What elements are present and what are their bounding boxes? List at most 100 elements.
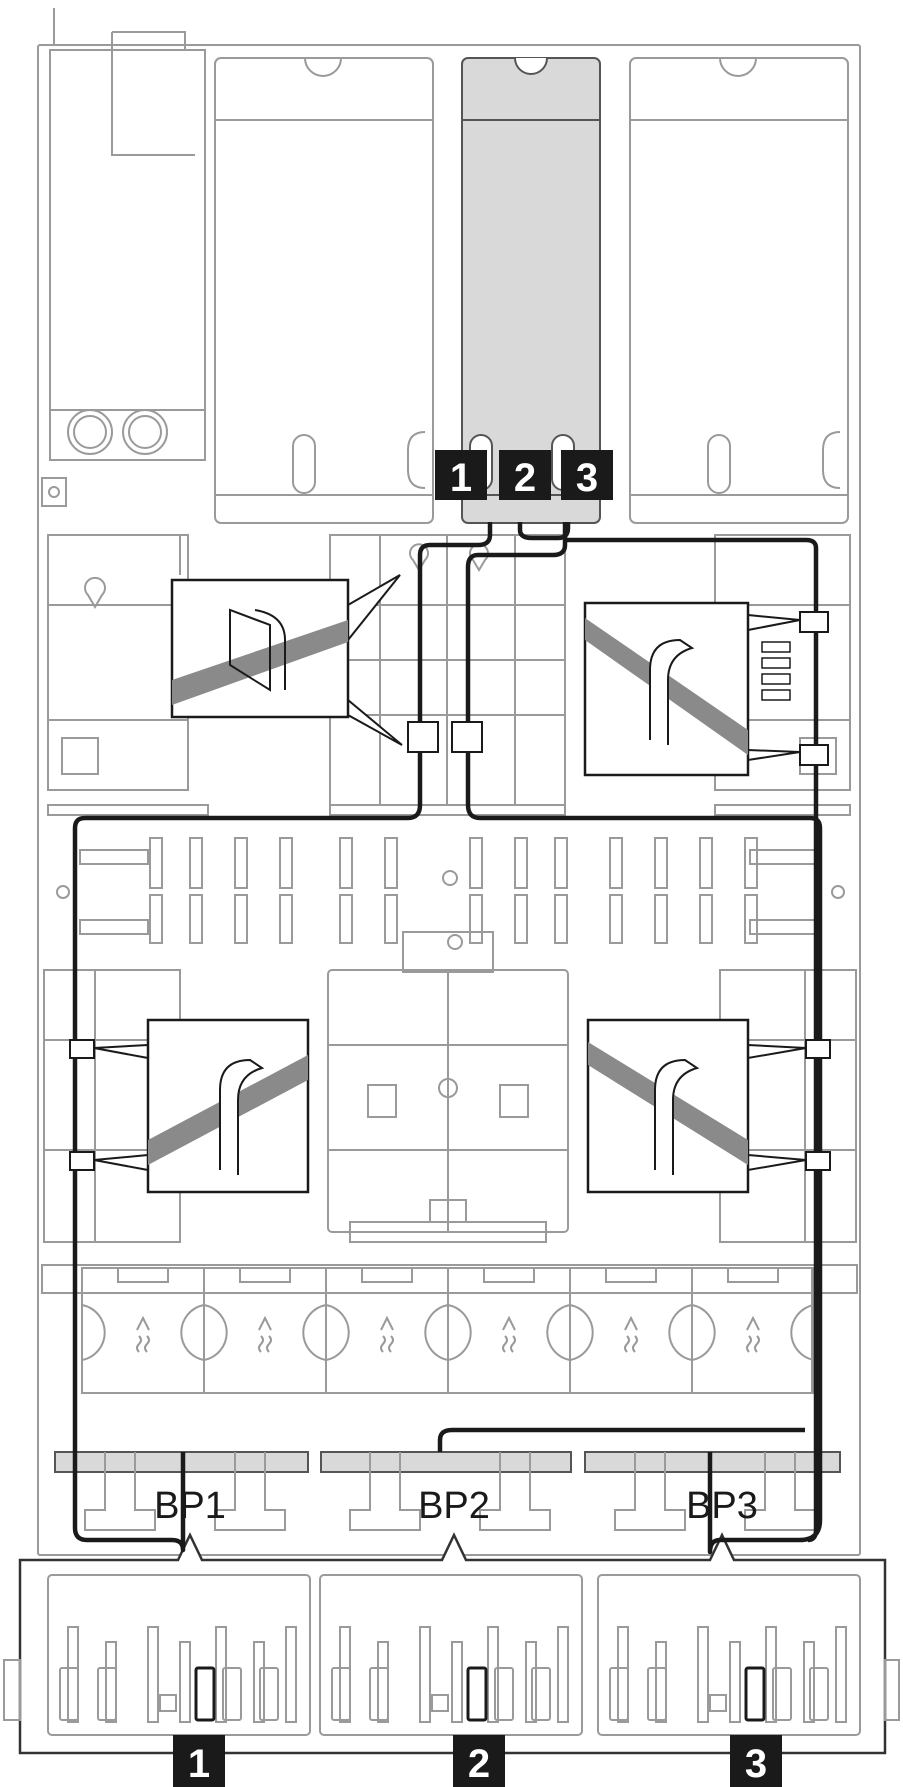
fan-modules (81, 1267, 815, 1394)
backplane-boards (47, 1574, 861, 1736)
backplane-connector (765, 1626, 777, 1723)
backplane-label-bp2: BP2 (418, 1485, 490, 1527)
fan-module (325, 1267, 449, 1394)
dimm-slot (554, 837, 568, 889)
backplane-connector (215, 1626, 227, 1723)
fan-rotor (546, 1304, 571, 1361)
backplane-board (597, 1574, 861, 1736)
fan-rotor (325, 1304, 350, 1361)
heatsink-area (43, 969, 857, 1243)
drive-connector (494, 1667, 514, 1721)
dimm-slot (234, 894, 248, 944)
fan-latch (239, 1267, 291, 1283)
dimm-slot (469, 894, 483, 944)
drive-connector (369, 1667, 389, 1721)
backplane-connector (179, 1641, 191, 1723)
dimm-slot (384, 894, 398, 944)
fan-rotor (424, 1304, 449, 1361)
fan-latch (727, 1267, 779, 1283)
dimm-slot (384, 837, 398, 889)
backplane-connector (487, 1626, 499, 1723)
drive-connector (531, 1667, 551, 1721)
dimm-slot (514, 894, 528, 944)
detail-callout-bottom-right (586, 1018, 807, 1194)
dimm-slot (189, 837, 203, 889)
backplane-connector (285, 1626, 297, 1723)
fan-latch (361, 1267, 413, 1283)
dimm-slot (339, 894, 353, 944)
backplane-board (319, 1574, 583, 1736)
callout-number: 1 (450, 456, 472, 500)
backplane-callout-2: 2 (453, 1735, 505, 1787)
dimm-slot (339, 837, 353, 889)
airflow-icon (258, 1315, 272, 1353)
connector-callout-1: 1 (435, 450, 487, 500)
backplane-callout-3: 3 (730, 1735, 782, 1787)
callout-number: 3 (576, 456, 598, 500)
fan-module (81, 1267, 205, 1394)
dimm-slot (149, 894, 163, 944)
drive-cage-left (214, 57, 434, 524)
fan-module (569, 1267, 693, 1394)
drive-connector (222, 1667, 242, 1721)
detail-callout-top-right (583, 601, 801, 777)
detail-callout-bottom-left (93, 1018, 310, 1194)
backplane-connectors (54, 1451, 841, 1531)
connector-callout-3: 3 (561, 450, 613, 500)
power-supply (41, 31, 206, 507)
dimm-slot (654, 894, 668, 944)
airflow-icon (624, 1315, 638, 1353)
dimm-slot (744, 894, 758, 944)
drive-connector (331, 1667, 351, 1721)
backplane-connector (835, 1626, 847, 1723)
airflow-icon (746, 1315, 760, 1353)
dimm-slot (609, 894, 623, 944)
cable-2 (517, 522, 571, 541)
fan-latch (605, 1267, 657, 1283)
power-connector (159, 1694, 177, 1712)
backplane-connector (525, 1641, 537, 1723)
drive-connector-active (194, 1666, 216, 1722)
dimm-slot (469, 837, 483, 889)
dimm-slot (744, 837, 758, 889)
fan-rotor (203, 1304, 228, 1361)
drive-cage-right (629, 57, 849, 524)
dimm-slot (514, 837, 528, 889)
backplane-connector (697, 1626, 709, 1723)
drive-connector (97, 1667, 117, 1721)
fan-rotor (81, 1304, 106, 1361)
backplane-label-bp1: BP1 (154, 1485, 226, 1527)
fan-rotor (302, 1304, 327, 1361)
cable-bp2 (437, 1427, 805, 1452)
drive-connector (809, 1667, 829, 1721)
fan-rotor (180, 1304, 205, 1361)
fan-rotor (790, 1304, 815, 1361)
callout-number: 2 (514, 456, 536, 500)
backplane-label-bp3: BP3 (686, 1485, 758, 1527)
power-connector (431, 1694, 449, 1712)
dimm-slot (609, 837, 623, 889)
dimm-slot (189, 894, 203, 944)
backplane-callout-1: 1 (173, 1735, 225, 1787)
drive-connector (259, 1667, 279, 1721)
drive-connector (647, 1667, 667, 1721)
fan-module (447, 1267, 571, 1394)
fan-rotor (668, 1304, 693, 1361)
connector-callout-2: 2 (499, 450, 551, 500)
fan-latch (483, 1267, 535, 1283)
fan-module (203, 1267, 327, 1394)
backplane-connector (803, 1641, 815, 1723)
detail-callout-top-left (170, 574, 403, 746)
airflow-icon (380, 1315, 394, 1353)
fan-rotor (691, 1304, 716, 1361)
backplane-connector (253, 1641, 265, 1723)
signal-cables (72, 522, 823, 1555)
cable-1 (72, 522, 493, 1553)
airflow-icon (502, 1315, 516, 1353)
callout-number: 2 (468, 1742, 490, 1786)
fan-latch (117, 1267, 169, 1283)
power-connector (709, 1694, 727, 1712)
backplane-connector (419, 1626, 431, 1723)
fan-rotor (569, 1304, 594, 1361)
